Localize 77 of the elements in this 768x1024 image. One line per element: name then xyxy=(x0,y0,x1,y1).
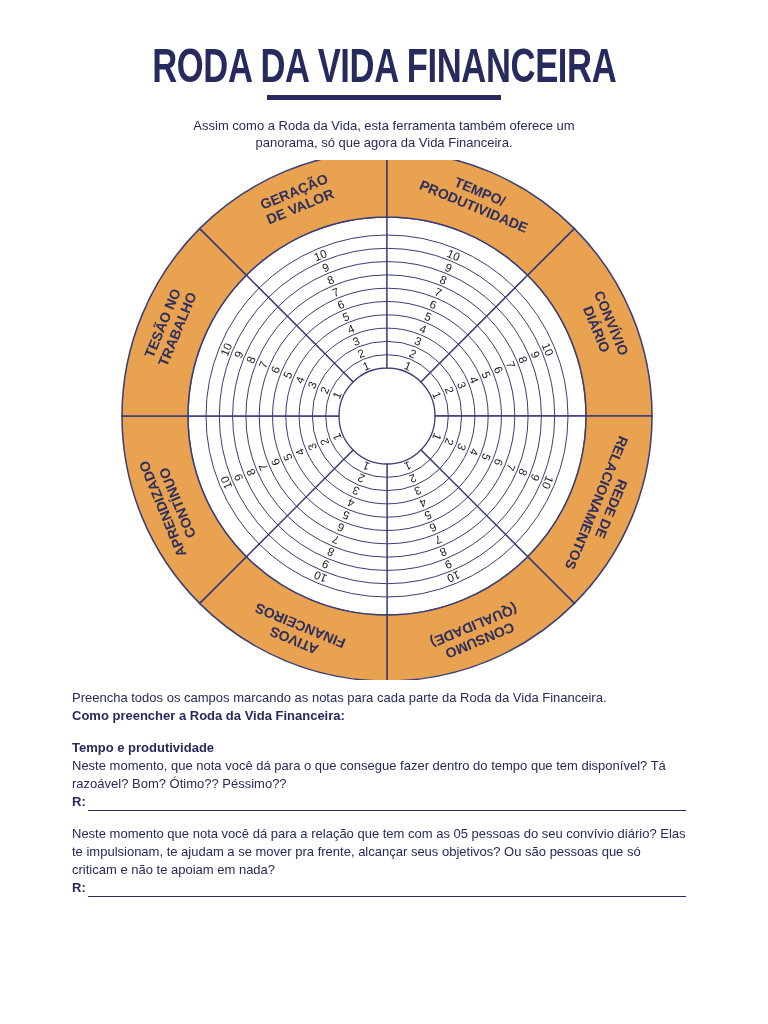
scale-number: 7 xyxy=(256,462,270,473)
scale-number: 5 xyxy=(281,451,295,463)
section-heading: Como preencher a Roda da Vida Financeira: xyxy=(72,707,346,725)
scale-number: 6 xyxy=(491,364,506,376)
scale-number: 7 xyxy=(330,285,341,299)
scale-number: 3 xyxy=(412,334,424,349)
scale-number: 2 xyxy=(442,436,457,448)
scale-number: 4 xyxy=(417,322,429,336)
scale-number: 4 xyxy=(345,322,357,336)
scale-number: 1 xyxy=(361,359,372,373)
scale-number: 5 xyxy=(422,508,434,522)
section-heading: Tempo e produtividade xyxy=(72,739,216,757)
scale-number: 4 xyxy=(417,496,429,510)
scale-number: 8 xyxy=(438,273,449,287)
title: RODA DA VIDA FINANCEIRA xyxy=(152,40,616,92)
scale-number: 2 xyxy=(407,346,419,361)
scale-number: 6 xyxy=(491,456,506,468)
scale-number: 5 xyxy=(340,310,352,324)
instruction-text: Preencha todos os campos marcando as notas para cada parte da Roda da Vida Financeira. xyxy=(72,689,608,707)
scale-number: 2 xyxy=(317,436,332,448)
scale-number: 4 xyxy=(467,446,481,458)
scale-number: 4 xyxy=(345,496,357,510)
scale-number: 8 xyxy=(325,273,336,287)
scale-number: 6 xyxy=(427,520,439,535)
scale-number: 3 xyxy=(305,379,320,391)
scale-number: 1 xyxy=(361,459,372,473)
scale-number: 1 xyxy=(402,459,413,473)
scale-number: 4 xyxy=(293,374,307,386)
scale-number: 7 xyxy=(504,359,518,370)
wheel-sector xyxy=(121,415,354,605)
subtitle: Assim como a Roda da Vida, esta ferramenta também oferece um panorama, só que agora da Vida Financeira. xyxy=(192,117,576,151)
answer-prefix: R: xyxy=(72,793,86,811)
wheel-sector xyxy=(198,449,388,680)
scale-number: 1 xyxy=(330,431,344,442)
scale-number: 6 xyxy=(335,520,347,535)
scale-number: 3 xyxy=(454,441,469,453)
scale-number: 8 xyxy=(516,467,530,478)
scale-number: 6 xyxy=(427,297,439,312)
scale-number: 6 xyxy=(268,364,283,376)
instruction-text: Neste momento, que nota você dá para o que consegue fazer dentro do tempo que tem disponível? Tá razoável? Bom? Ótimo?? Péssimo?? xyxy=(72,757,667,793)
instruction-text: Neste momento que nota você dá para a relação que tem com as 05 pessoas do seu convívio diário? Elas te impulsionam, te ajudam a se mover pra frente, alcançar seus objetivos? Ou são pessoas que só criticam e não te apoiam em nada? xyxy=(72,825,686,879)
scale-number: 3 xyxy=(454,379,469,391)
scale-number: 3 xyxy=(305,441,320,453)
scale-number: 3 xyxy=(350,483,362,498)
scale-number: 8 xyxy=(244,467,258,478)
scale-number: 4 xyxy=(467,374,481,386)
scale-number: 4 xyxy=(293,446,307,458)
scale-number: 5 xyxy=(281,369,295,381)
scale-number: 2 xyxy=(407,471,419,486)
scale-number: 2 xyxy=(442,384,457,396)
wheel-sector xyxy=(386,160,576,383)
scale-number: 3 xyxy=(412,483,424,498)
scale-number: 3 xyxy=(350,334,362,349)
scale-number: 2 xyxy=(355,471,367,486)
scale-number: 7 xyxy=(330,533,341,547)
scale-number: 6 xyxy=(335,297,347,312)
scale-number: 8 xyxy=(438,545,449,559)
scale-number: 1 xyxy=(430,431,444,442)
scale-number: 7 xyxy=(256,359,270,370)
scale-number: 8 xyxy=(325,545,336,559)
scale-number: 5 xyxy=(479,369,493,381)
scale-number: 1 xyxy=(430,390,444,401)
scale-number: 5 xyxy=(479,451,493,463)
wheel-sector xyxy=(121,227,354,417)
scale-number: 6 xyxy=(268,456,283,468)
scale-number: 1 xyxy=(330,390,344,401)
scale-number: 8 xyxy=(516,354,530,365)
scale-number: 1 xyxy=(402,359,413,373)
scale-number: 2 xyxy=(317,384,332,396)
scale-number: 7 xyxy=(504,462,518,473)
scale-number: 7 xyxy=(433,533,444,547)
scale-number: 2 xyxy=(355,346,367,361)
scale-number: 8 xyxy=(244,354,258,365)
scale-number: 5 xyxy=(422,310,434,324)
answer-prefix: R: xyxy=(72,879,86,897)
scale-number: 7 xyxy=(433,285,444,299)
scale-number: 5 xyxy=(340,508,352,522)
